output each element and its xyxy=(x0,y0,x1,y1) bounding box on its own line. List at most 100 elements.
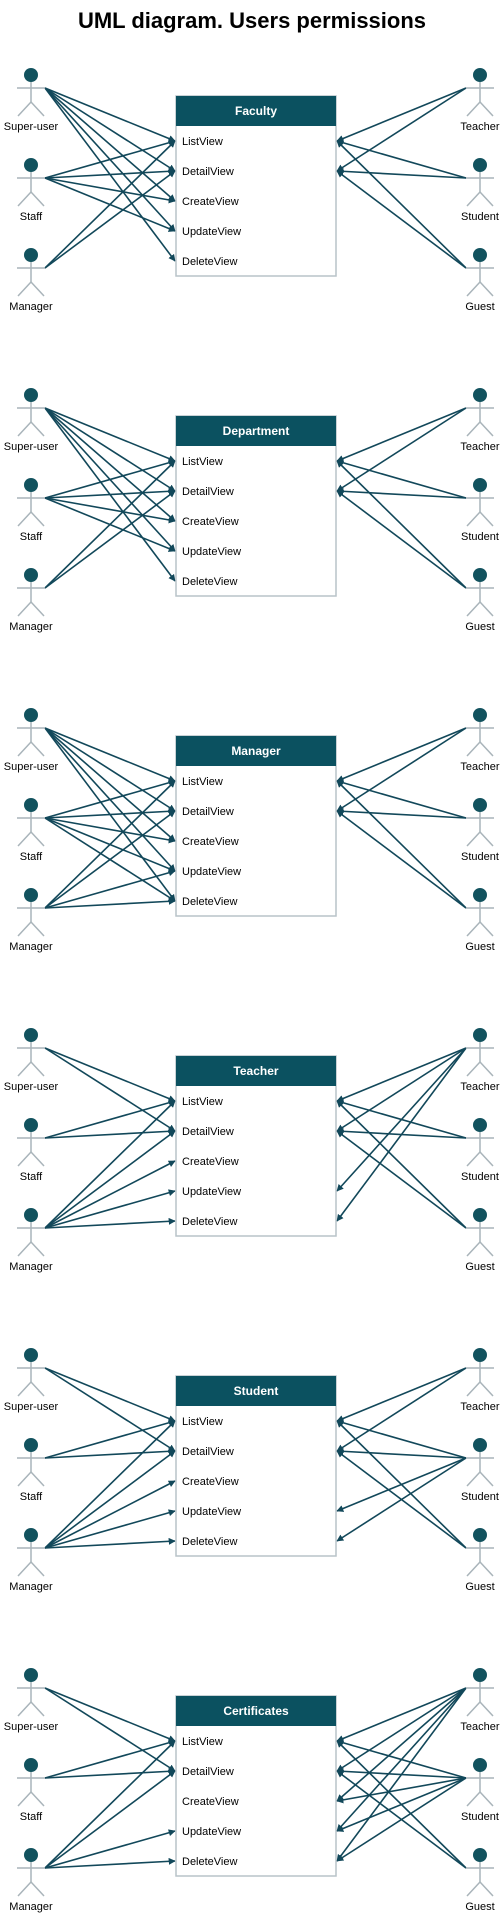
permission-arrow-student-detailview xyxy=(336,1447,467,1459)
actor-leg-left xyxy=(466,1381,481,1397)
permission-arrow-manager-detailview xyxy=(44,490,176,589)
actor-left-manager: Manager xyxy=(9,248,53,313)
actor-leg-left xyxy=(466,421,481,437)
actor-head-icon xyxy=(473,888,487,902)
view-updateview: UpdateView xyxy=(182,546,241,558)
entity-title: Student xyxy=(234,1384,279,1398)
diagram-section-manager: ManagerListViewDetailViewCreateViewUpdat… xyxy=(4,708,500,953)
permission-arrow-student-listview xyxy=(336,1099,467,1139)
actor-leg-left xyxy=(17,601,32,617)
actor-leg-left xyxy=(466,101,481,117)
entity-box: CertificatesListViewDetailViewCreateView… xyxy=(175,1695,337,1877)
permission-arrow-guest-detailview xyxy=(336,490,467,589)
actor-right-teacher: Teacher xyxy=(460,1348,500,1413)
actor-leg-right xyxy=(479,1061,494,1077)
actor-label: Teacher xyxy=(460,1081,499,1093)
actor-label: Super-user xyxy=(4,121,59,133)
actor-leg-right xyxy=(479,191,494,207)
actor-left-manager: Manager xyxy=(9,568,53,633)
view-updateview: UpdateView xyxy=(182,866,241,878)
actor-label: Teacher xyxy=(460,121,499,133)
actor-label: Super-user xyxy=(4,441,59,453)
permission-arrow-super-user-listview xyxy=(44,407,176,462)
permission-arrow-student-createview xyxy=(336,1777,467,1804)
actor-leg-right xyxy=(30,191,45,207)
actor-head-icon xyxy=(24,1028,38,1042)
entity-box: StudentListViewDetailViewCreateViewUpdat… xyxy=(175,1375,337,1557)
view-deleteview: DeleteView xyxy=(182,1856,237,1868)
actor-left-staff: Staff xyxy=(17,1758,45,1823)
actor-leg-left xyxy=(466,1061,481,1077)
permission-arrow-student-listview xyxy=(336,459,467,499)
entity-title: Faculty xyxy=(235,104,277,118)
actor-leg-right xyxy=(30,421,45,437)
actor-leg-left xyxy=(17,281,32,297)
actor-leg-left xyxy=(466,1471,481,1487)
actor-right-teacher: Teacher xyxy=(460,708,500,773)
permission-arrow-guest-detailview xyxy=(336,1130,467,1229)
actor-label: Staff xyxy=(20,1811,43,1823)
actor-leg-left xyxy=(466,741,481,757)
permission-arrow-super-user-detailview xyxy=(44,1367,176,1452)
actor-head-icon xyxy=(473,68,487,82)
actor-label: Student xyxy=(461,1171,499,1183)
actor-right-teacher: Teacher xyxy=(460,388,500,453)
actor-leg-right xyxy=(30,1791,45,1807)
actor-head-icon xyxy=(473,798,487,812)
actor-label: Guest xyxy=(465,301,494,313)
actor-leg-left xyxy=(17,421,32,437)
actor-left-staff: Staff xyxy=(17,1438,45,1503)
actor-head-icon xyxy=(24,1438,38,1452)
entity-box: FacultyListViewDetailViewCreateViewUpdat… xyxy=(175,95,337,277)
actor-left-manager: Manager xyxy=(9,888,53,953)
actor-leg-right xyxy=(30,101,45,117)
permission-arrow-super-user-detailview xyxy=(44,407,176,492)
diagram-sections: FacultyListViewDetailViewCreateViewUpdat… xyxy=(4,68,500,1913)
actor-label: Staff xyxy=(20,211,43,223)
permission-arrow-student-detailview xyxy=(336,487,467,499)
actor-leg-left xyxy=(466,191,481,207)
permission-arrow-student-listview xyxy=(336,1739,467,1779)
actor-leg-right xyxy=(30,1061,45,1077)
entity-header xyxy=(176,1056,336,1086)
permission-arrow-guest-listview xyxy=(336,1740,467,1869)
actor-leg-left xyxy=(17,1561,32,1577)
permission-arrow-student-detailview xyxy=(336,1767,467,1779)
entity-header xyxy=(176,1376,336,1406)
permission-arrow-teacher-detailview xyxy=(336,1367,467,1452)
permission-arrow-guest-detailview xyxy=(336,1770,467,1869)
permission-arrow-guest-listview xyxy=(336,140,467,269)
actor-leg-right xyxy=(479,1791,494,1807)
permission-arrow-manager-updateview xyxy=(44,869,176,909)
actor-left-staff: Staff xyxy=(17,478,45,543)
actor-right-teacher: Teacher xyxy=(460,1668,500,1733)
actor-head-icon xyxy=(473,708,487,722)
actor-leg-right xyxy=(30,281,45,297)
permission-arrow-teacher-detailview xyxy=(336,1047,467,1132)
actor-head-icon xyxy=(24,158,38,172)
permission-arrow-super-user-listview xyxy=(44,87,176,142)
actor-leg-right xyxy=(479,1881,494,1897)
actor-leg-left xyxy=(17,1881,32,1897)
actor-label: Guest xyxy=(465,941,494,953)
permission-arrow-student-listview xyxy=(336,779,467,819)
actor-head-icon xyxy=(473,1848,487,1862)
actor-leg-right xyxy=(479,101,494,117)
entity-box: DepartmentListViewDetailViewCreateViewUp… xyxy=(175,415,337,597)
actor-leg-left xyxy=(17,831,32,847)
view-detailview: DetailView xyxy=(182,166,234,178)
permission-arrow-manager-listview xyxy=(44,780,176,909)
actor-left-manager: Manager xyxy=(9,1848,53,1913)
permission-arrow-staff-detailview xyxy=(44,1127,176,1139)
actor-left-super-user: Super-user xyxy=(4,1028,59,1093)
permission-arrow-teacher-listview xyxy=(336,1687,467,1742)
actor-label: Super-user xyxy=(4,1721,59,1733)
diagram-section-student: StudentListViewDetailViewCreateViewUpdat… xyxy=(4,1348,500,1593)
actor-head-icon xyxy=(24,478,38,492)
actor-leg-left xyxy=(466,831,481,847)
view-listview: ListView xyxy=(182,776,223,788)
actor-leg-left xyxy=(17,101,32,117)
actor-left-super-user: Super-user xyxy=(4,388,59,453)
permission-links xyxy=(44,1367,467,1549)
